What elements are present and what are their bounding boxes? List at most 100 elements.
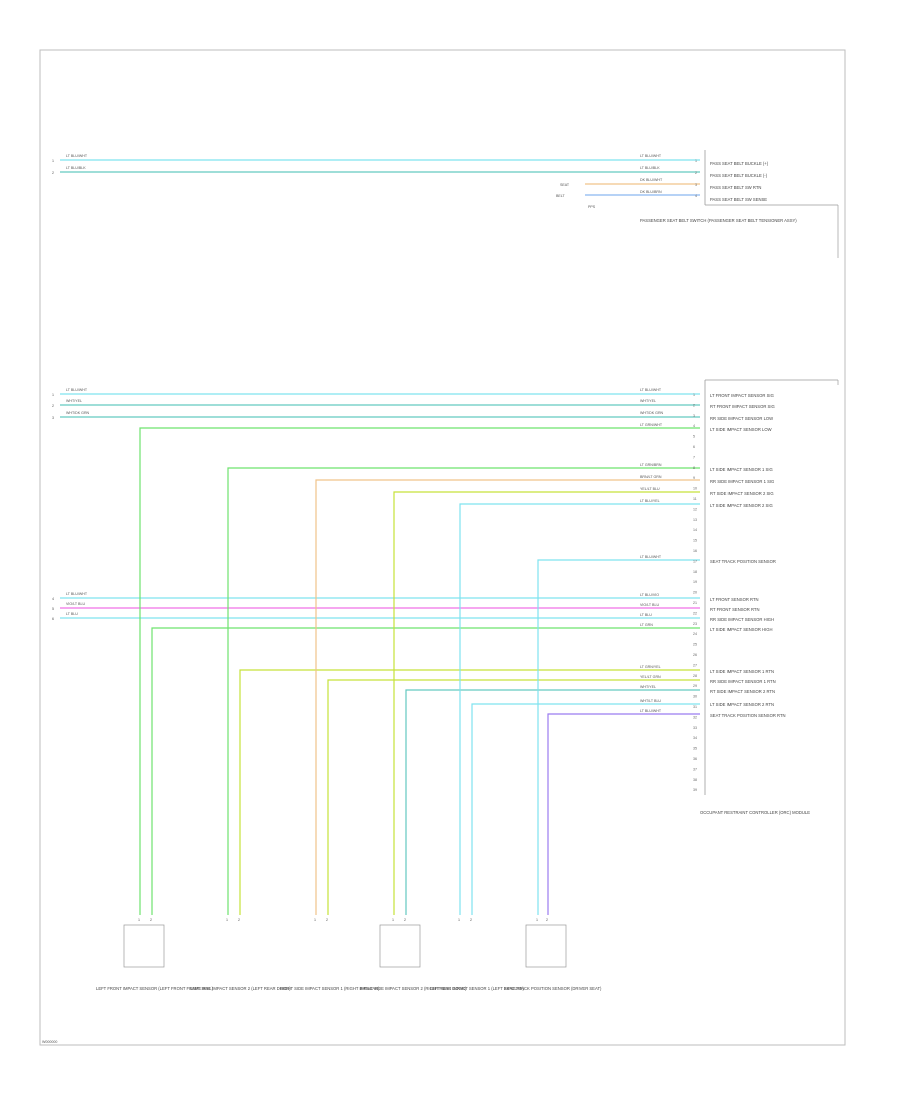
- sensor-label: SEAT TRACK POSITION SENSOR (DRIVER SEAT): [504, 986, 602, 991]
- pin-number: 6: [693, 445, 695, 449]
- wire-sensor-st-sig: [537, 559, 700, 915]
- sensor-box: [525, 924, 567, 968]
- wire-color-label: LT BLU/BLK: [66, 166, 86, 170]
- pin-number: 35: [693, 747, 697, 751]
- sensor-pin: 1: [458, 918, 460, 922]
- wire-color-label: LT BLU/WHT: [640, 154, 662, 158]
- sensor-right-rear-door: 1 2 RIGHT SIDE IMPACT SENSOR 2 (RIGHT RE…: [360, 918, 467, 991]
- pin-number: 11: [693, 497, 697, 501]
- connector-pin-label: PASS SEAT BELT BUCKLE (+): [710, 161, 769, 166]
- sensor-left-b-pillar: 1 2 LEFT SIDE IMPACT SENSOR 1 (LEFT B-PI…: [430, 918, 525, 991]
- page-code: W000000: [42, 1040, 57, 1044]
- pin-number: 31: [693, 705, 697, 709]
- connector-pin-label: RR SIDE IMPACT SENSOR LOW: [710, 416, 773, 421]
- wire-color-label: YEL/LT GRN: [640, 675, 661, 679]
- pin-number: 39: [693, 788, 697, 792]
- connector-pin-label: LT SIDE IMPACT SENSOR LOW: [710, 427, 772, 432]
- connector-pin-label: RT SIDE IMPACT SENSOR 2 SIG: [710, 491, 774, 496]
- wire-color-label: LT BLU/VIO: [640, 593, 659, 597]
- sensor-pin: 2: [238, 918, 240, 922]
- pin-number: 38: [693, 778, 697, 782]
- sensor-pin: 1: [536, 918, 538, 922]
- wire-sensor-rr-rtn: [405, 689, 700, 915]
- pin-number: 26: [693, 653, 697, 657]
- pin-number: 15: [693, 539, 697, 543]
- connector-pin-label: RR SIDE IMPACT SENSOR 1 RTN: [710, 679, 776, 684]
- sensor-box: [379, 924, 421, 968]
- connector-pin-label: SEAT TRACK POSITION SENSOR RTN: [710, 713, 786, 718]
- pin-number: 20: [693, 591, 697, 595]
- wire-color-label: LT BLU/WHT: [66, 154, 88, 158]
- wire-color-label: WHT/DK GRN: [66, 411, 90, 415]
- pin-number: 16: [693, 549, 697, 553]
- pin-number: 28: [693, 674, 697, 678]
- pin-number: 17: [693, 559, 697, 563]
- connector-pin-label: LT SIDE IMPACT SENSOR 1 RTN: [710, 669, 774, 674]
- connector-pin-label: LT FRONT IMPACT SENSOR SIG: [710, 393, 774, 398]
- pin-number: 4: [695, 194, 697, 198]
- small-label: BELT: [556, 194, 566, 198]
- wire-sensor-st-rtn: [547, 713, 700, 915]
- wire-sensor-lf-rtn: [151, 627, 700, 915]
- sensor-label: LEFT SIDE IMPACT SENSOR 2 (LEFT REAR DOO…: [190, 986, 291, 991]
- wire-color-label: DK BLU/WHT: [640, 178, 663, 182]
- pin-number: 29: [693, 684, 697, 688]
- small-label: PPS: [588, 205, 596, 209]
- sensor-left-front: 1 2 LEFT FRONT IMPACT SENSOR (LEFT FRONT…: [96, 918, 214, 991]
- wire-color-label: LT GRN/WHT: [640, 423, 663, 427]
- sensors: 1 2 LEFT FRONT IMPACT SENSOR (LEFT FRONT…: [96, 918, 602, 991]
- pin-number: 36: [693, 757, 697, 761]
- side-label: 4: [52, 597, 54, 601]
- pin-number: 32: [693, 715, 697, 719]
- wire-color-label: WHT/YEL: [640, 685, 656, 689]
- wire-color-label: LT BLU/WHT: [640, 555, 662, 559]
- wire-color-label: WHT/LT BLU: [640, 699, 661, 703]
- sensor-pin: 2: [470, 918, 472, 922]
- sensor-label: LEFT SIDE IMPACT SENSOR 1 (LEFT B-PILLAR…: [430, 986, 525, 991]
- wire-sensor-ls2-sig: [227, 467, 700, 915]
- pin-number: 19: [693, 580, 697, 584]
- pin-number: 30: [693, 695, 697, 699]
- wire-sensor-rb-sig: [315, 479, 700, 915]
- wire-color-label: LT BLU/BLK: [640, 166, 660, 170]
- wire-color-label: VIO/LT BLU: [66, 602, 85, 606]
- wire-color-label: BRN/LT GRN: [640, 475, 662, 479]
- wire-sensor-lb-sig: [459, 503, 700, 915]
- pin-number: 37: [693, 767, 697, 771]
- pin-number: 21: [693, 601, 697, 605]
- sensor-pin: 2: [546, 918, 548, 922]
- sensor-pin: 1: [138, 918, 140, 922]
- wire-sensor-ls2-rtn: [239, 669, 700, 915]
- diagram-frame: [39, 49, 846, 1046]
- pin-number: 25: [693, 643, 697, 647]
- connector-name: PASSENGER SEAT BELT SWITCH (PASSENGER SE…: [640, 218, 797, 223]
- pin-number: 13: [693, 518, 697, 522]
- pin-number: 1: [695, 159, 697, 163]
- sensor-pin: 2: [404, 918, 406, 922]
- connector-pin-label: LT FRONT SENSOR RTN: [710, 597, 759, 602]
- sensor-label: RIGHT SIDE IMPACT SENSOR 2 (RIGHT REAR D…: [360, 986, 467, 991]
- connector-pin-label: RT SIDE IMPACT SENSOR 2 RTN: [710, 689, 775, 694]
- wire-color-label: YEL/LT BLU: [640, 487, 660, 491]
- pin-number: 24: [693, 632, 697, 636]
- sensor-box: [123, 924, 165, 968]
- connector-pin-label: LT SIDE IMPACT SENSOR HIGH: [710, 627, 773, 632]
- wire-color-label: LT GRN/YEL: [640, 665, 661, 669]
- wire-color-label: LT GRN/BRN: [640, 463, 662, 467]
- connector-pin-label: RR SIDE IMPACT SENSOR 1 SIG: [710, 479, 774, 484]
- top-connector: 1 2 LT BLU/WHT LT BLU/BLK LT BLU/WHT LT …: [52, 150, 839, 258]
- side-label: 2: [52, 404, 54, 408]
- pin-number: 34: [693, 736, 697, 740]
- pin-column: 1234567891011121314151617181920212223242…: [693, 393, 697, 792]
- wire-color-label: VIO/LT BLU: [640, 603, 659, 607]
- wire-color-label: LT BLU/YEL: [640, 499, 660, 503]
- wire-color-label: LT BLU: [640, 613, 652, 617]
- sensor-pin: 1: [314, 918, 316, 922]
- sensor-left-rear-door: 1 2 LEFT SIDE IMPACT SENSOR 2 (LEFT REAR…: [190, 918, 291, 991]
- pin-number: 1: [693, 393, 695, 397]
- sensor-pin: 1: [226, 918, 228, 922]
- pin-number: 2: [695, 171, 697, 175]
- wire-color-label: LT BLU/WHT: [66, 388, 88, 392]
- pin-number: 33: [693, 726, 697, 730]
